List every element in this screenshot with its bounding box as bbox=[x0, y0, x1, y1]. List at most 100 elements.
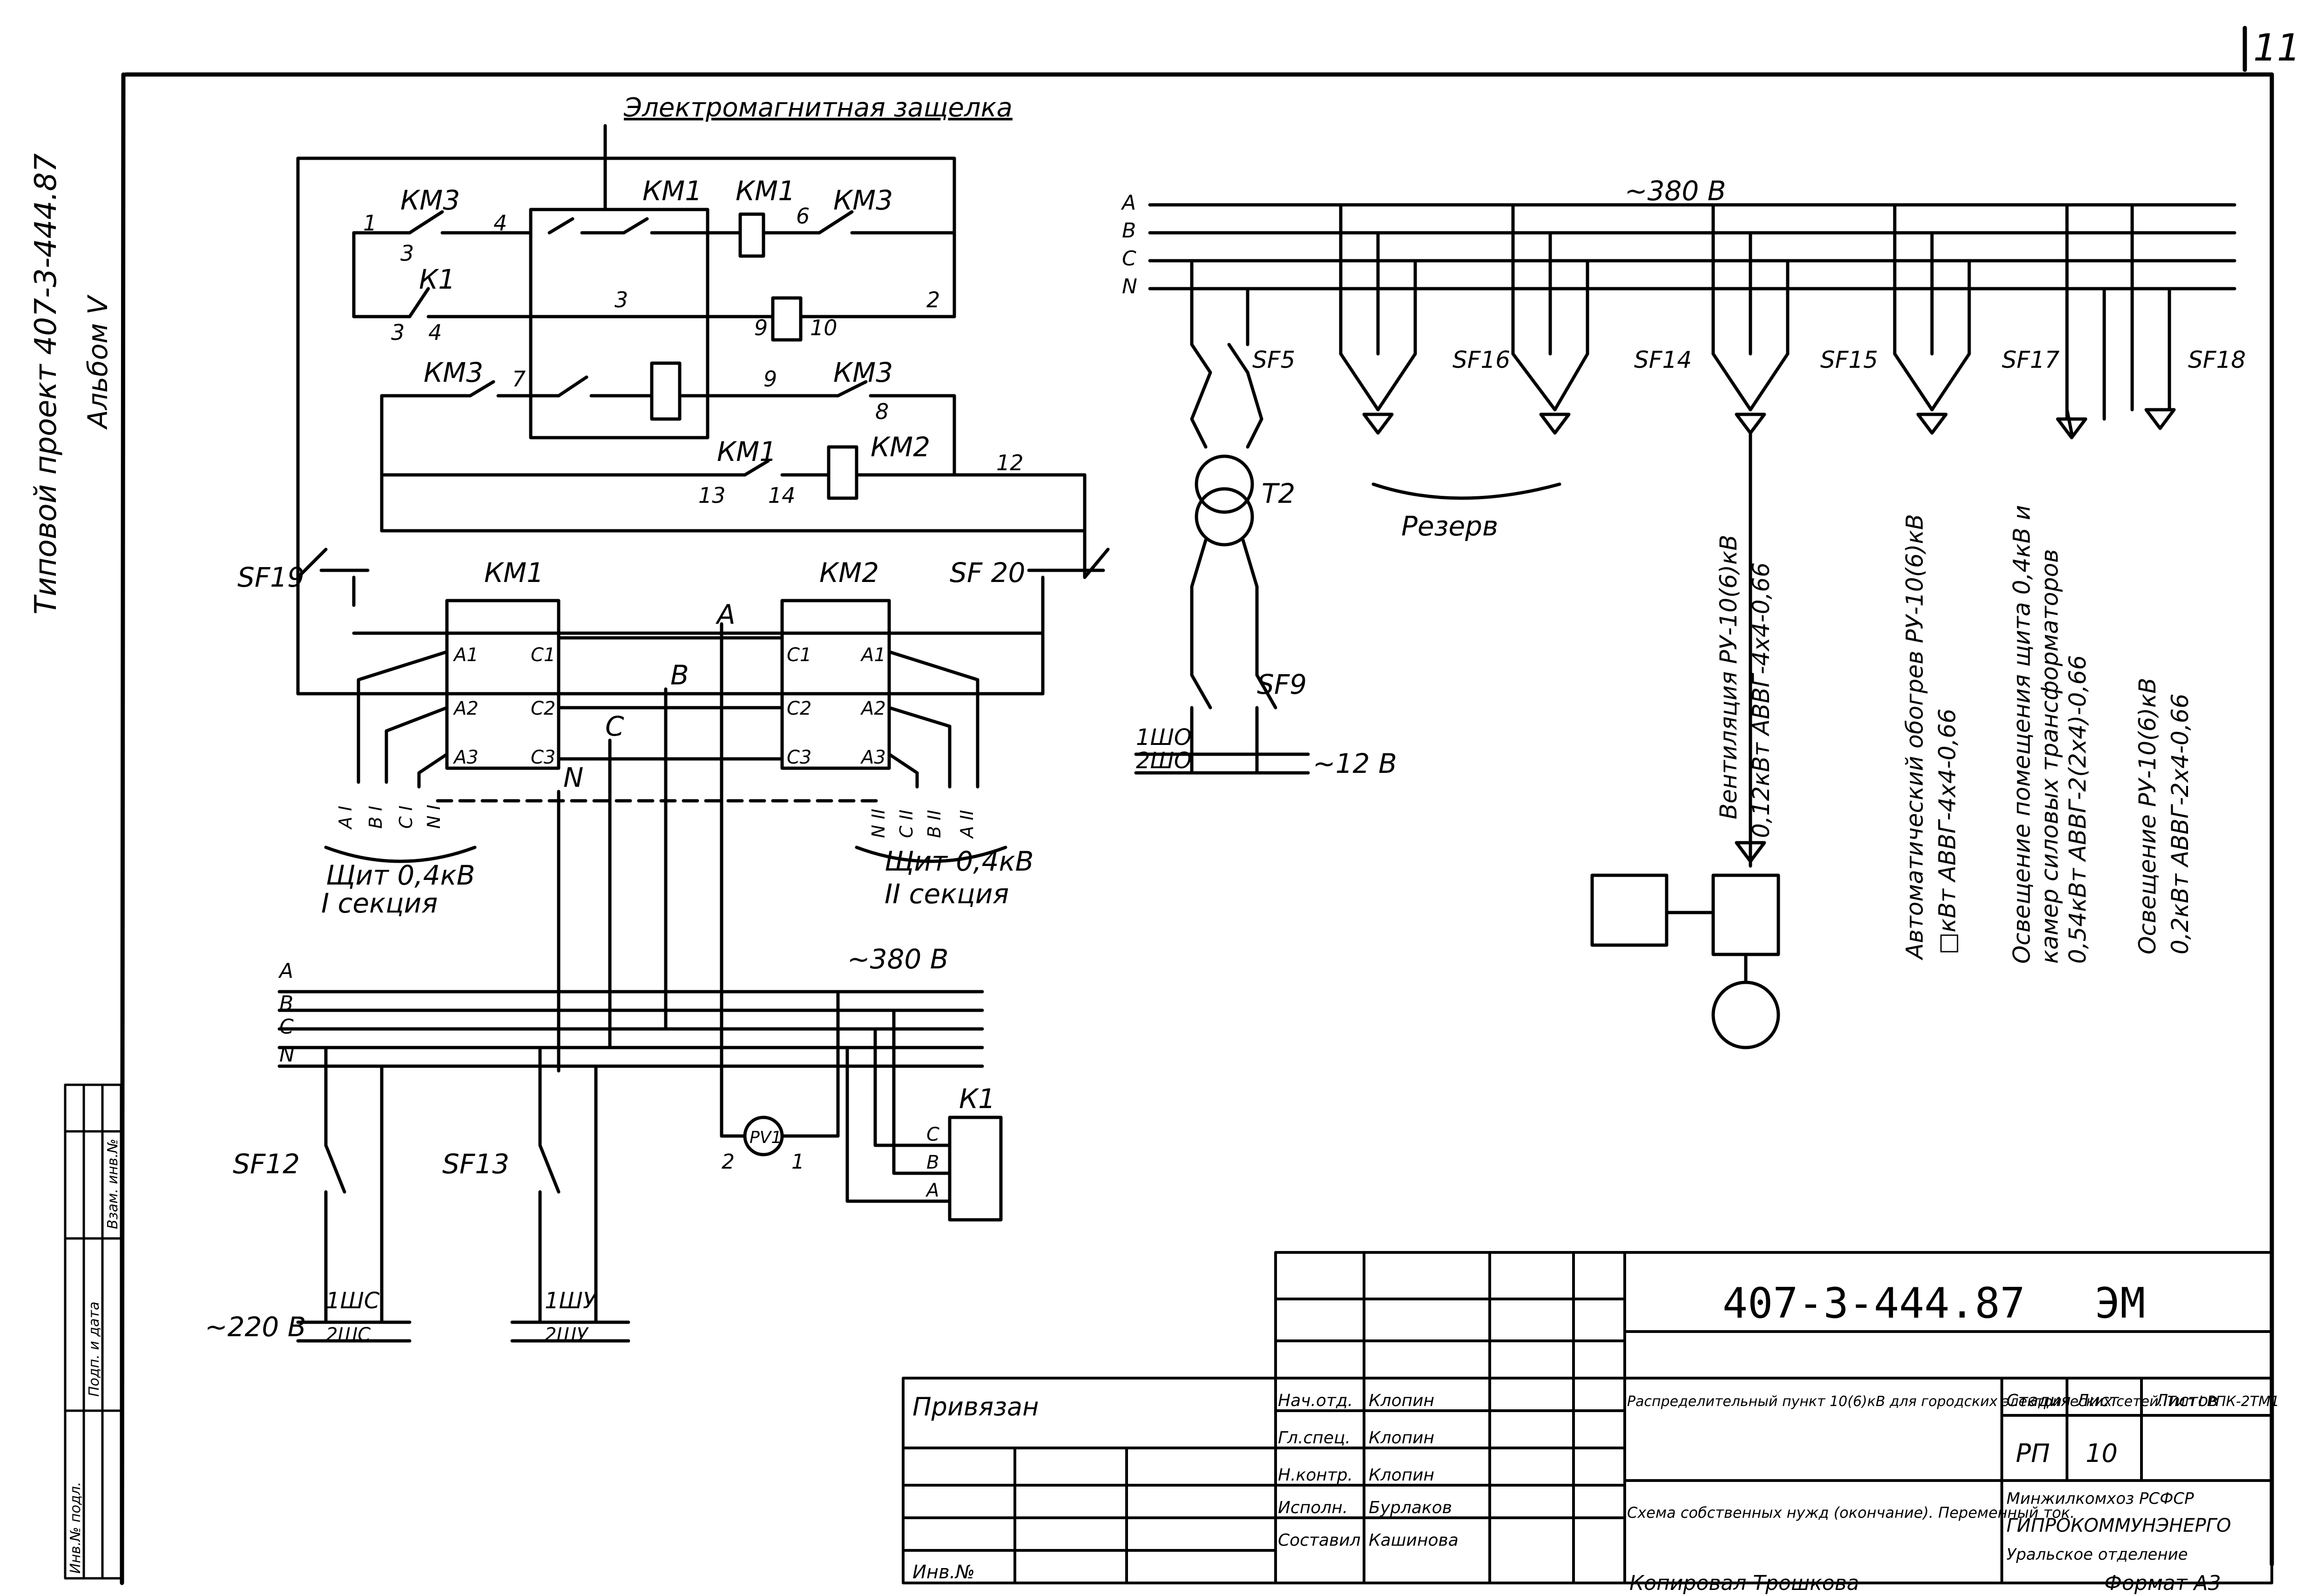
tb-org-2: ГИПРОКОММУНЭНЕРГО bbox=[2006, 1515, 2231, 1536]
bus-1sho: 1ШО bbox=[1136, 724, 1192, 751]
relay-pin-a: А bbox=[925, 1180, 939, 1201]
wire-2: 2 bbox=[926, 287, 940, 312]
label-km3-c: КМ3 bbox=[424, 357, 483, 388]
tb-name-4: Бурлаков bbox=[1369, 1498, 1452, 1517]
label-km3-a: КМ3 bbox=[400, 184, 460, 216]
pv1-pin-1: 1 bbox=[791, 1150, 804, 1174]
km2-pin-a1: А1 bbox=[860, 644, 886, 666]
wire-1: 1 bbox=[363, 210, 377, 236]
tb-org-3: Уральское отделение bbox=[2006, 1545, 2188, 1564]
sf5-label: SF5 bbox=[1252, 346, 1295, 373]
right-bus-voltage: ~380 В bbox=[1625, 175, 1726, 207]
tb-stage: РП bbox=[2016, 1439, 2050, 1468]
wire-10: 10 bbox=[810, 315, 838, 340]
wire-12: 12 bbox=[996, 450, 1024, 475]
tb-mark: ЭМ bbox=[2095, 1279, 2145, 1328]
km2-pin-a3: А3 bbox=[860, 747, 886, 768]
sf15-label: SF15 bbox=[1820, 346, 1878, 373]
tb-role-5: Составил bbox=[1278, 1531, 1361, 1550]
tb-designation: 407-3-444.87 bbox=[1722, 1279, 2025, 1328]
latch-title: Электромагнитная защелка bbox=[623, 93, 1013, 123]
panel-right-section: II секция bbox=[885, 878, 1009, 910]
km1-pin-a1: А1 bbox=[453, 644, 479, 666]
panel-left-term-c: С I bbox=[396, 805, 416, 829]
lower-bus-phase-b: B bbox=[279, 992, 293, 1015]
side-stamp-cell-1: Инв.№ подл. bbox=[68, 1482, 84, 1574]
tb-name-5: Кашинова bbox=[1369, 1531, 1459, 1550]
tb-project-title: Распределительный пункт 10(6)кВ для горо… bbox=[1627, 1393, 2279, 1410]
lower-bus-phase-a: A bbox=[278, 959, 293, 983]
bus-2sho: 2ШО bbox=[1136, 748, 1192, 774]
tb-copied: Копировал Трошкова bbox=[1629, 1571, 1859, 1595]
wire-14: 14 bbox=[768, 483, 796, 508]
relay-pin-b: В bbox=[926, 1152, 939, 1173]
wire-3c: 3 bbox=[615, 287, 628, 312]
bus-2shu: 2ШУ bbox=[545, 1324, 589, 1346]
feeder-vent-2: 0,12кВт АВВГ-4х4-0,66 bbox=[1748, 562, 1775, 838]
sf18-label: SF18 bbox=[2188, 346, 2246, 373]
tb-stage-header: Стадия bbox=[2006, 1391, 2071, 1410]
tb-name-1: Клопин bbox=[1369, 1391, 1434, 1410]
sf16-label: SF16 bbox=[1452, 346, 1510, 373]
neutral-label: N bbox=[563, 762, 583, 793]
page-number: 11 bbox=[2253, 26, 2301, 69]
relay-k1-label: К1 bbox=[959, 1083, 995, 1115]
pv1-pin-2: 2 bbox=[722, 1150, 735, 1174]
wire-7: 7 bbox=[512, 366, 526, 392]
switching-circuit bbox=[296, 548, 1110, 1138]
feeder-light-1: Освещение помещения щита 0,4кВ и bbox=[2008, 505, 2035, 964]
phase-c-label: C bbox=[605, 710, 624, 742]
panel-left-term-b: В I bbox=[365, 806, 386, 829]
tb-bound: Привязан bbox=[912, 1392, 1039, 1421]
wire-3: 3 bbox=[400, 241, 414, 266]
phase-b-label: B bbox=[670, 659, 689, 691]
tb-sheets-header: Листов bbox=[2155, 1391, 2218, 1410]
panel-left-term-a: А I bbox=[335, 806, 356, 830]
panel-right-term-a: А II bbox=[957, 810, 977, 840]
right-bus-phase-a: A bbox=[1121, 191, 1136, 215]
sf20-label: SF 20 bbox=[950, 557, 1025, 588]
t2-label: Т2 bbox=[1262, 478, 1295, 509]
tb-inv-no: Инв.№ bbox=[912, 1562, 975, 1583]
bus-1shu: 1ШУ bbox=[545, 1288, 598, 1314]
side-stamp-cell-3: Взам. инв.№ bbox=[105, 1139, 121, 1229]
relay-pin-c: С bbox=[926, 1124, 939, 1145]
feeder-ru-light-2: 0,2кВт АВВГ-2х4-0,66 bbox=[2167, 694, 2194, 954]
wire-6: 6 bbox=[796, 203, 810, 229]
wire-8: 8 bbox=[875, 399, 889, 424]
panel-left-term-n: N I bbox=[424, 805, 444, 829]
lower-bus bbox=[277, 990, 1003, 1343]
bus-2shc: 2ШС bbox=[326, 1324, 371, 1346]
control-circuit bbox=[296, 124, 1087, 579]
tb-role-1: Нач.отд. bbox=[1278, 1391, 1353, 1410]
wire-3b: 3 bbox=[391, 320, 405, 345]
wire-4: 4 bbox=[493, 210, 507, 236]
tb-name-3: Клопин bbox=[1369, 1466, 1434, 1485]
km1-pin-c2: С2 bbox=[531, 698, 555, 719]
km2-power-label: КМ2 bbox=[819, 557, 879, 588]
label-km3-d: КМ3 bbox=[833, 357, 893, 388]
tb-format: Формат А3 bbox=[2104, 1571, 2221, 1595]
right-bus-phase-b: B bbox=[1122, 219, 1136, 243]
voltage-12: ~12 В bbox=[1313, 748, 1397, 779]
sf9-label: SF9 bbox=[1257, 669, 1307, 700]
tb-org-1: Минжилкомхоз РСФСР bbox=[2006, 1489, 2194, 1508]
voltage-220: ~220 В bbox=[205, 1311, 306, 1343]
pv1-label: PV1 bbox=[750, 1128, 782, 1147]
km1-pin-c3: С3 bbox=[531, 747, 555, 768]
phase-a-label: A bbox=[715, 599, 736, 630]
sf13-label: SF13 bbox=[442, 1148, 509, 1180]
panel-left-name: Щит 0,4кВ bbox=[326, 859, 475, 891]
tb-role-3: Н.контр. bbox=[1278, 1466, 1353, 1485]
km2-pin-c1: С1 bbox=[787, 644, 811, 666]
lower-bus-phase-n: N bbox=[279, 1043, 295, 1067]
km1-pin-c1: С1 bbox=[531, 644, 555, 666]
lower-bus-phase-c: C bbox=[279, 1015, 294, 1039]
km1-pin-a2: А2 bbox=[453, 698, 479, 719]
sf14-label: SF14 bbox=[1634, 346, 1692, 373]
feeder-vent-1: Вентиляция РУ-10(6)кВ bbox=[1715, 534, 1742, 819]
right-bus-phase-c: C bbox=[1122, 247, 1136, 271]
feeder-heat-1: Автоматический обогрев РУ-10(6)кВ bbox=[1901, 514, 1928, 960]
wire-13: 13 bbox=[698, 483, 726, 508]
